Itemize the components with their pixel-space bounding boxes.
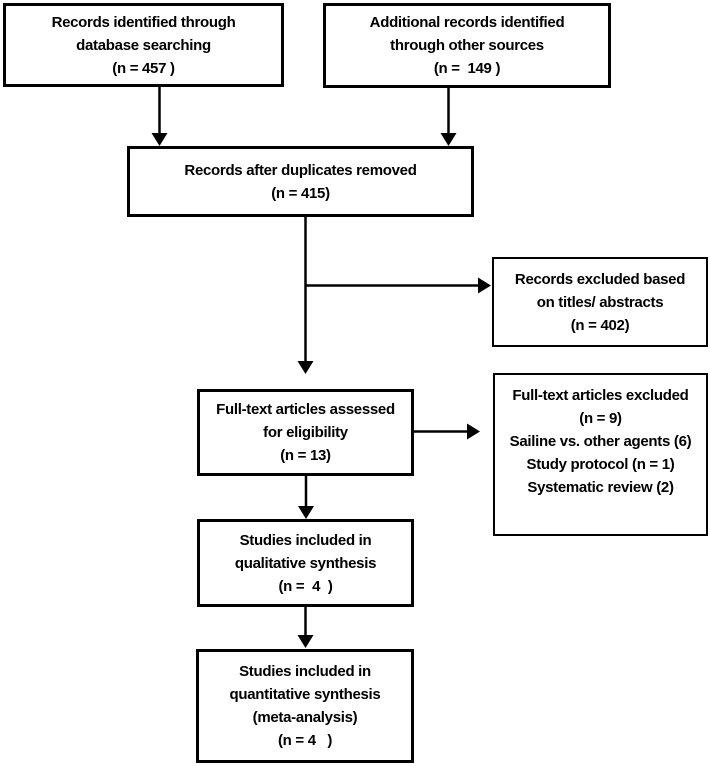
box-text-line: Systematic review (2) (527, 479, 674, 496)
box-records-identified-database: Records identified through database sear… (3, 3, 284, 87)
box-count-line: (n = 9) (579, 410, 622, 427)
box-fulltext-articles-assessed: Full-text articles assessed for eligibil… (197, 389, 414, 476)
arrow-fulltext-to-qualitative (298, 475, 314, 519)
box-records-excluded-titles-abstracts: Records excluded based on titles/ abstra… (492, 257, 708, 347)
arrow-qualitative-to-quantitative (297, 606, 314, 648)
box-text-line: Records after duplicates removed (184, 161, 417, 179)
box-count-line: (n = 457 ) (112, 59, 175, 77)
box-count-line: (n = 415) (271, 184, 330, 202)
box-text-line: Records excluded based (514, 270, 686, 288)
arrow-othersources-to-duplicates (440, 87, 457, 146)
box-count-line: (n = 402) (570, 316, 630, 334)
box-text-line: Sailine vs. other agents (6) (509, 433, 692, 450)
box-text-line: Studies included in (239, 531, 372, 549)
box-text-line: Additional records identified (369, 14, 565, 31)
box-count-line: (n = 4 ) (278, 577, 333, 595)
box-count-line: (n = 149 ) (433, 60, 501, 77)
box-records-after-duplicates-removed: Records after duplicates removed (n = 41… (127, 146, 474, 217)
box-text-line: through other sources (390, 37, 544, 54)
box-studies-quantitative-synthesis: Studies included in quantitative synthes… (196, 649, 414, 763)
box-text-line: qualitative synthesis (234, 554, 377, 572)
arrow-fulltext-to-fulltext-excluded (413, 423, 480, 440)
box-text-line: for eligibility (263, 424, 348, 441)
box-text-line: Study protocol (n = 1) (526, 456, 675, 473)
box-additional-records-other-sources: Additional records identified through ot… (323, 3, 611, 88)
box-text-line: Full-text articles excluded (512, 387, 689, 404)
arrow-duplicates-to-fulltext (297, 216, 314, 374)
box-text-line: quantitative synthesis (229, 686, 381, 703)
box-fulltext-articles-excluded: Full-text articles excluded (n = 9) Sail… (493, 373, 708, 536)
arrow-database-to-duplicates (151, 86, 168, 146)
arrow-branch-to-records-excluded (305, 277, 491, 294)
box-text-line: Full-text articles assessed (216, 401, 395, 418)
box-count-line: (n = 13) (280, 447, 331, 464)
box-text-line: (meta-analysis) (252, 709, 358, 726)
box-text-line: on titles/ abstracts (536, 293, 664, 311)
box-text-line: database searching (76, 36, 211, 54)
box-count-line: (n = 4 ) (277, 732, 333, 749)
box-studies-qualitative-synthesis: Studies included in qualitative synthesi… (197, 519, 414, 607)
box-text-line: Records identified through (51, 13, 236, 31)
box-text-line: Studies included in (239, 663, 371, 680)
